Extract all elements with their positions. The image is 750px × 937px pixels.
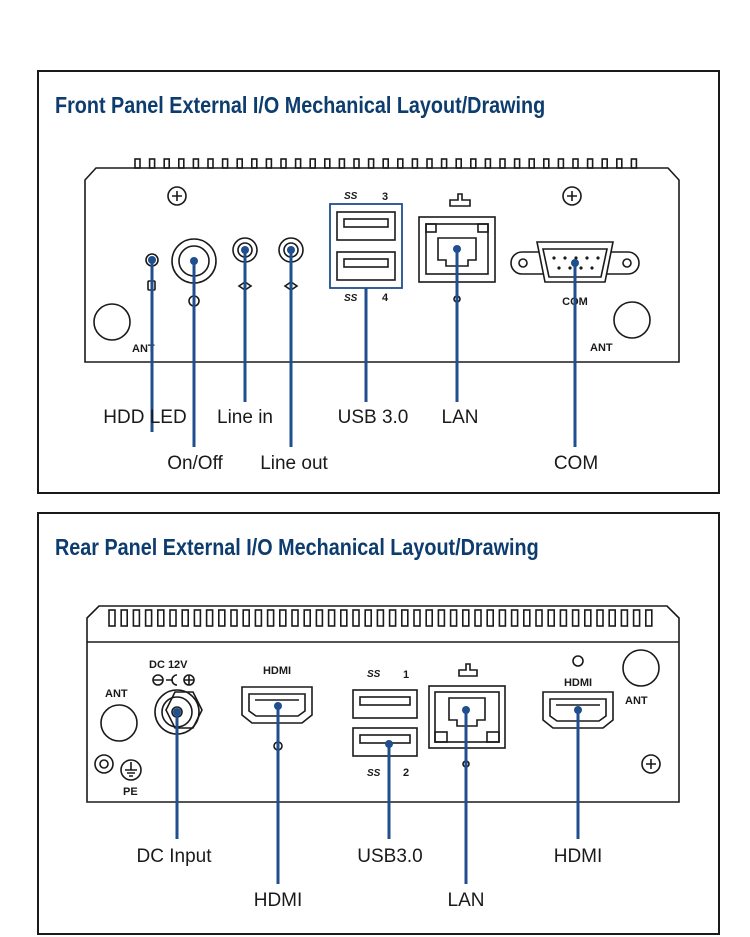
rear-usb-stack-icon: SS 1 SS 2 xyxy=(352,669,418,779)
rear-lan-callout: LAN xyxy=(448,890,485,911)
usb-ss-mark-top: SS xyxy=(344,191,358,202)
rear-chassis-outline xyxy=(86,605,680,803)
hdmi-lower-callout: HDMI xyxy=(254,890,303,911)
hdmi-right-label: HDMI xyxy=(564,677,592,689)
usb-callout: USB 3.0 xyxy=(338,407,409,428)
rear-antenna-left-icon xyxy=(100,704,138,742)
rear-ant-right-label: ANT xyxy=(625,695,648,707)
dc-rating-label: DC 12V xyxy=(149,659,188,671)
usb-ss-mark-bottom: SS xyxy=(344,293,358,304)
front-ant-left-label: ANT xyxy=(132,343,155,355)
usb-port-2-label: 2 xyxy=(403,767,409,779)
front-panel-frame: Front Panel External I/O Mechanical Layo… xyxy=(37,70,720,494)
front-antenna-right-icon xyxy=(613,301,651,339)
rear-lan-network-icon xyxy=(458,663,478,677)
hdmi-left-label: HDMI xyxy=(263,665,291,677)
front-ant-right-label: ANT xyxy=(590,342,613,354)
line-out-callout: Line out xyxy=(260,453,328,474)
lan-network-icon xyxy=(449,193,471,207)
hdmi-right-port-icon xyxy=(542,691,614,729)
usb-port-3-label: 3 xyxy=(382,191,388,203)
front-panel-title: Front Panel External I/O Mechanical Layo… xyxy=(55,92,546,118)
usb-port-1-label: 1 xyxy=(403,669,409,681)
front-heatsink-fins xyxy=(134,158,638,169)
hdmi-right-led-icon xyxy=(572,655,584,667)
dc-polarity-icon xyxy=(152,674,195,686)
rear-ant-left-label: ANT xyxy=(105,688,128,700)
hdmi-right-callout: HDMI xyxy=(554,846,603,867)
rear-usb-ss-bottom: SS xyxy=(367,768,381,779)
rear-panel-drawing: ANT PE DC 12V HDMI xyxy=(86,605,680,911)
front-antenna-left-icon xyxy=(93,303,131,341)
com-callout: COM xyxy=(554,453,598,474)
front-screw-right-icon xyxy=(562,186,582,206)
pe-label: PE xyxy=(123,786,138,798)
rear-usb-callout: USB3.0 xyxy=(357,846,422,867)
rear-antenna-right-icon xyxy=(622,649,660,687)
rear-heatsink-fins xyxy=(108,609,653,627)
rear-panel-title: Rear Panel External I/O Mechanical Layou… xyxy=(55,534,539,560)
lan-callout: LAN xyxy=(442,407,479,428)
line-in-callout: Line in xyxy=(217,407,273,428)
rear-panel-frame: Rear Panel External I/O Mechanical Layou… xyxy=(37,512,720,935)
dc-input-callout: DC Input xyxy=(137,846,213,867)
front-chassis-outline xyxy=(84,167,680,363)
rear-usb-ss-top: SS xyxy=(367,669,381,680)
ground-screw-icon xyxy=(94,754,142,781)
rear-screw-icon xyxy=(641,754,661,774)
on-off-callout: On/Off xyxy=(167,453,223,474)
hdd-led-callout: HDD LED xyxy=(103,407,186,428)
usb-port-4-label: 4 xyxy=(382,292,389,304)
front-screw-left-icon xyxy=(167,186,187,206)
front-panel-drawing: ANT ANT SS 3 xyxy=(84,158,680,474)
